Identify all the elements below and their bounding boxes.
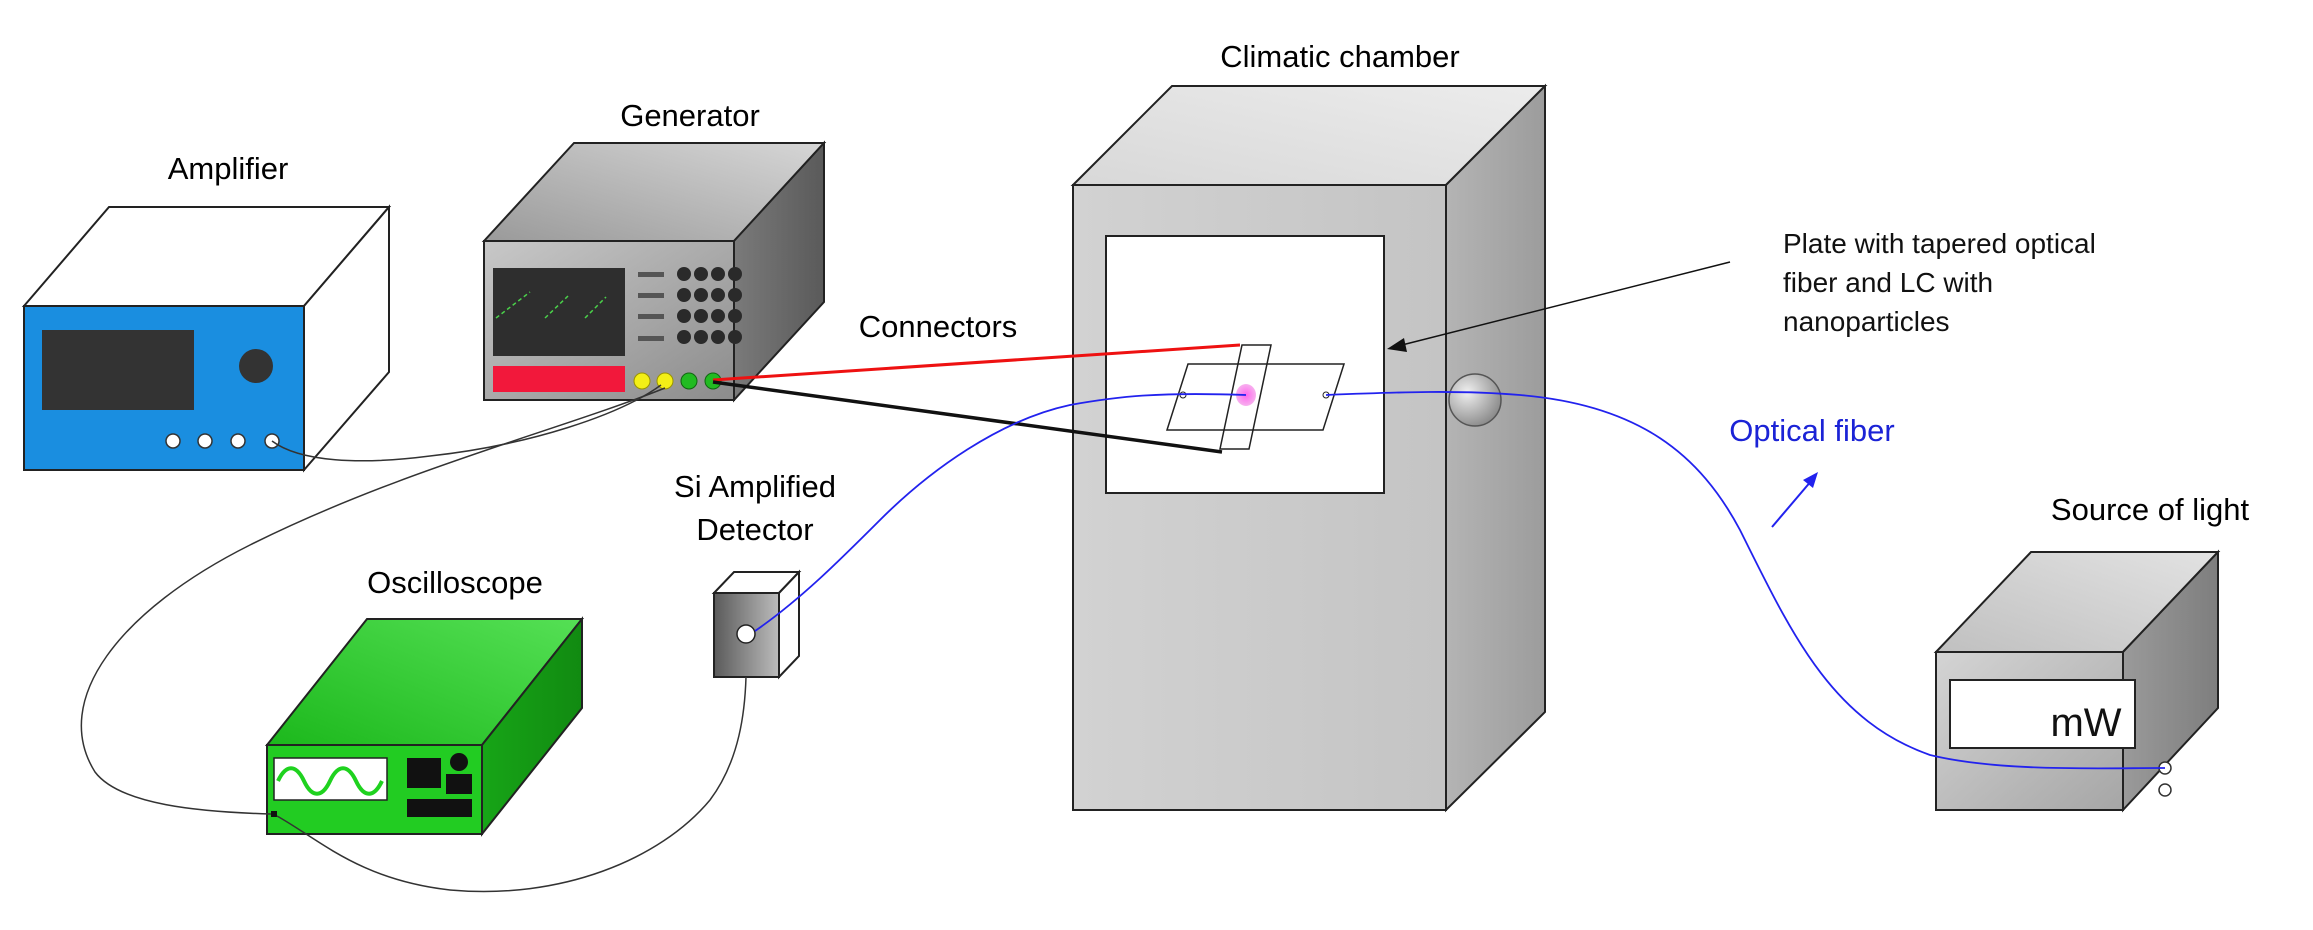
generator-screen [493, 268, 625, 356]
light-source-device: mW [1933, 549, 2221, 813]
label-generator: Generator [620, 98, 760, 133]
red-connector-wire [712, 343, 1241, 382]
sample-electrode [1219, 344, 1272, 450]
generator-button [694, 330, 708, 344]
generator-button [728, 288, 742, 302]
generator-button [711, 267, 725, 281]
generator-button [728, 330, 742, 344]
oscilloscope-detector-cable [276, 676, 747, 893]
generator-green-port [680, 372, 698, 390]
generator-screen-trace [495, 291, 607, 319]
generator-key [638, 314, 664, 319]
generator-key [638, 272, 664, 277]
label-optical-fiber: Optical fiber [1729, 413, 1894, 448]
generator-yellow-port [633, 372, 651, 390]
label-source-of-light: Source of light [2051, 492, 2250, 527]
oscilloscope-control [407, 799, 472, 817]
amplifier-port [230, 433, 246, 449]
black-connector-wire [712, 380, 1223, 454]
oscilloscope-control [407, 758, 441, 788]
amplifier-knob [239, 349, 273, 383]
generator-red-bar [493, 366, 625, 392]
oscilloscope-control [446, 774, 472, 794]
generator-button [694, 288, 708, 302]
plate-pointer-line [1397, 261, 1731, 347]
generator-button [677, 309, 691, 323]
power-unit-readout: mW [2050, 701, 2121, 745]
optical-fiber-arrow-line [1771, 479, 1813, 528]
generator-oscilloscope-cable [80, 387, 666, 815]
generator-button [728, 309, 742, 323]
oscilloscope-waveform [276, 766, 384, 796]
generator-key [638, 293, 664, 298]
climatic-chamber [1070, 83, 1548, 813]
amplifier-device [21, 204, 392, 473]
amplifier-generator-cable [271, 384, 662, 462]
label-climatic-chamber: Climatic chamber [1220, 39, 1459, 74]
generator-device [481, 140, 827, 403]
label-connectors: Connectors [859, 309, 1018, 344]
optical-fiber-plate-source [1325, 391, 2166, 770]
label-detector-line-1: Si Amplified [674, 469, 836, 504]
source-port [2158, 783, 2172, 797]
plate-pointer-arrowhead [1387, 338, 1407, 352]
generator-button [694, 267, 708, 281]
power-display [1949, 679, 2136, 749]
generator-button [711, 330, 725, 344]
oscilloscope-input-port [271, 811, 277, 817]
optical-fiber-arrowhead [1803, 472, 1818, 488]
generator-button-grid [677, 267, 742, 344]
optical-fiber-detector-plate [754, 393, 1247, 632]
generator-button [694, 309, 708, 323]
oscilloscope-device [264, 616, 585, 837]
label-detector-line-2: Detector [696, 512, 813, 547]
detector-aperture [736, 624, 756, 644]
label-plate-line-2: fiber and LC with [1783, 267, 1993, 298]
label-plate-line-3: nanoparticles [1783, 306, 1950, 337]
generator-green-port [704, 372, 722, 390]
generator-button [677, 330, 691, 344]
generator-button [677, 288, 691, 302]
label-plate-line-1: Plate with tapered optical [1783, 228, 2096, 259]
generator-button [728, 267, 742, 281]
amplifier-port [165, 433, 181, 449]
oscilloscope-knob [450, 753, 468, 771]
annotation-arrows [1387, 261, 1818, 528]
generator-button [677, 267, 691, 281]
labels: Amplifier Generator Connectors Climatic … [168, 39, 2250, 600]
label-oscilloscope: Oscilloscope [367, 565, 543, 600]
generator-key [638, 336, 664, 341]
si-amplified-detector [711, 569, 802, 680]
cables [80, 343, 2166, 893]
chamber-fiber-port [1448, 373, 1502, 427]
amplifier-display [42, 330, 194, 410]
generator-button [711, 309, 725, 323]
generator-button [711, 288, 725, 302]
chamber-side [1445, 83, 1546, 813]
label-amplifier: Amplifier [168, 151, 289, 186]
amplifier-port [197, 433, 213, 449]
